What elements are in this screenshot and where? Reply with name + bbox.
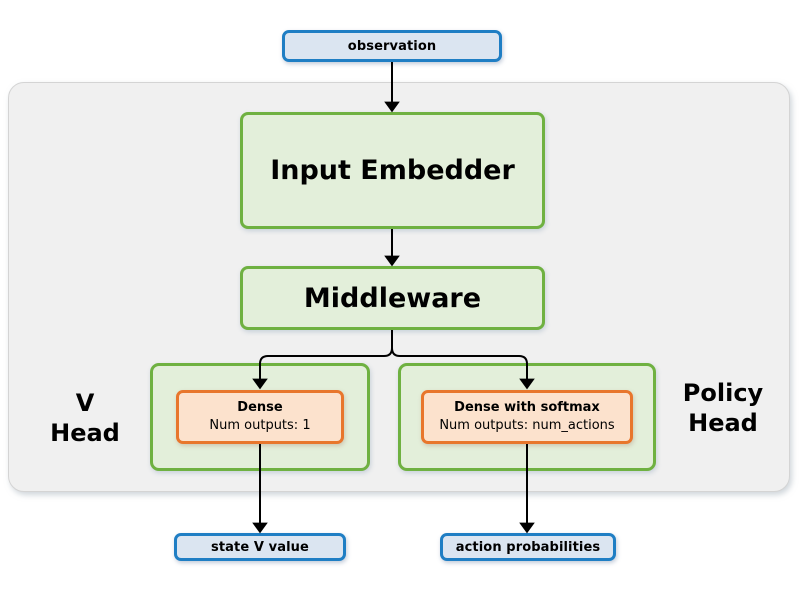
node-dense-softmax[interactable]: Dense with softmax Num outputs: num_acti… [421,390,633,444]
label-policy-head-line1: Policy [682,379,764,407]
node-input-embedder[interactable]: Input Embedder [240,112,545,229]
label-v-head-line1: V [75,389,95,417]
label-v-head: V Head [30,388,140,448]
label-v-head-line2: Head [50,419,120,447]
node-dense-v-subtitle: Num outputs: 1 [209,418,311,433]
node-dense-softmax-subtitle: Num outputs: num_actions [439,418,615,433]
label-policy-head-line2: Head [688,409,758,437]
node-state-v-value[interactable]: state V value [174,533,346,561]
node-dense-v-title: Dense [237,400,283,415]
node-state-v-value-label: state V value [211,539,309,555]
label-policy-head: Policy Head [663,378,783,438]
node-observation[interactable]: observation [282,30,502,62]
node-dense-softmax-title: Dense with softmax [454,400,600,415]
node-input-embedder-label: Input Embedder [270,155,515,186]
node-dense-v[interactable]: Dense Num outputs: 1 [176,390,344,444]
node-observation-label: observation [347,38,437,54]
node-middleware[interactable]: Middleware [240,266,545,330]
node-action-probabilities[interactable]: action probabilities [440,533,616,561]
node-action-probabilities-label: action probabilities [455,539,601,555]
node-middleware-label: Middleware [303,282,482,314]
